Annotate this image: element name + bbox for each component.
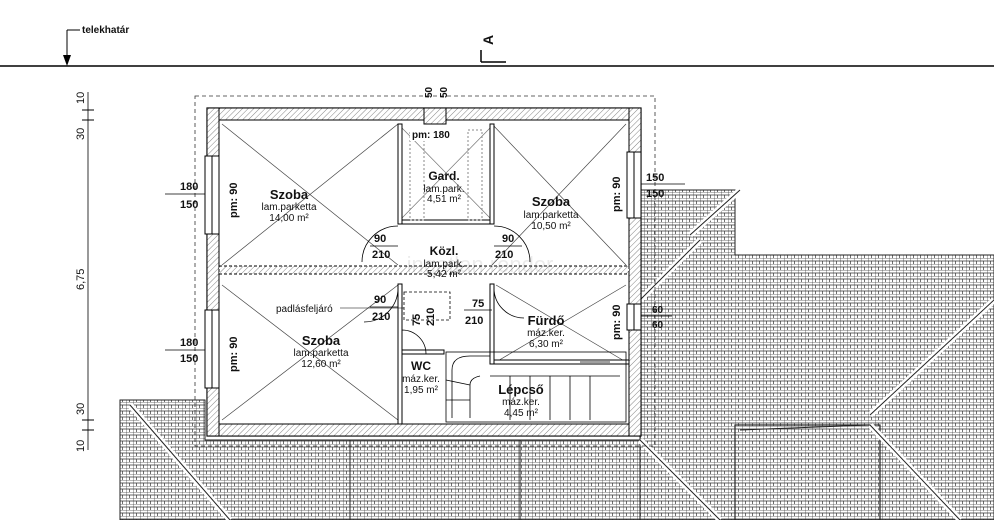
room-szoba-1-area: 14,00 m²	[269, 213, 309, 224]
door-1-width: 90	[374, 233, 386, 245]
door-2-height: 210	[495, 249, 513, 261]
window-2-height: 150	[180, 353, 198, 365]
dim-mid: 6,75	[75, 269, 87, 290]
interior-walls	[218, 123, 630, 425]
room-wc-name: WC	[411, 359, 431, 373]
room-kozl-floor: lam.park.	[423, 259, 464, 270]
room-szoba-1-floor: lam.parketta	[261, 202, 316, 213]
door-swings	[361, 225, 531, 355]
room-wc-area: 1,95 m²	[404, 385, 439, 396]
eaves-outline	[194, 95, 656, 447]
dim-top-b: 30	[75, 128, 87, 140]
section-marker: A	[480, 35, 496, 45]
window-1-height: 150	[180, 199, 198, 211]
door-3-width: 90	[374, 294, 386, 306]
window-3-height: 150	[646, 188, 664, 200]
boundary-label: telekhatár	[82, 25, 129, 36]
chimney-dim-2: 50	[439, 86, 450, 98]
room-lepcso-name: Lépcső	[498, 382, 544, 397]
window-4-height: 60	[652, 320, 664, 331]
room-furdo-area: 6,30 m²	[529, 339, 564, 350]
room-kozl-area: 5,42 m²	[427, 269, 462, 280]
room-szoba-3-floor: lam.parketta	[293, 348, 348, 359]
dim-top-a: 10	[75, 92, 87, 104]
room-labels: Szoba lam.parketta 14,00 m² Gard. lam.pa…	[261, 169, 578, 419]
window-labels: 180 150 pm: 90 180 150 pm: 90 150 150 pm…	[165, 172, 685, 372]
attic-hatch-label: padlásfeljáró	[276, 304, 333, 315]
room-gard-name: Gard.	[428, 169, 459, 183]
room-szoba-2-name: Szoba	[532, 194, 571, 209]
room-wc-floor: máz.ker.	[402, 374, 440, 385]
dim-bot-b: 10	[75, 440, 87, 452]
windows	[204, 151, 642, 389]
room-lepcso-area: 4,45 m²	[504, 408, 539, 419]
room-szoba-2-area: 10,50 m²	[531, 221, 571, 232]
window-1-width: 180	[180, 181, 198, 193]
door-labels: 90 210 90 210 90 210 75 210 75 210	[370, 233, 522, 327]
door-4-height: 210	[465, 315, 483, 327]
window-1-pm: pm: 90	[228, 183, 240, 218]
window-2-pm: pm: 90	[228, 337, 240, 372]
window-4-width: 60	[652, 305, 664, 316]
chimney-pm: pm: 180	[412, 130, 450, 141]
window-2-width: 180	[180, 337, 198, 349]
window-3-width: 150	[646, 172, 664, 184]
watermark: ingatlan render	[407, 252, 554, 277]
room-lepcso-floor: máz.ker.	[502, 397, 540, 408]
room-szoba-3-name: Szoba	[302, 333, 341, 348]
door-3-height: 210	[372, 311, 390, 323]
room-gard-floor: lam.park.	[423, 184, 464, 195]
boundary-arrow	[63, 55, 71, 66]
door-4-width: 75	[472, 298, 484, 310]
chimney: 50 50 pm: 180	[410, 86, 462, 141]
room-szoba-1-name: Szoba	[270, 187, 309, 202]
chimney-dim-1: 50	[424, 86, 435, 98]
room-furdo-floor: máz.ker.	[527, 328, 565, 339]
room-gard-area: 4,51 m²	[427, 194, 462, 205]
door-1-height: 210	[372, 249, 390, 261]
dim-bot-a: 30	[75, 403, 87, 415]
room-szoba-3-area: 12,60 m²	[301, 359, 341, 370]
door-2-width: 90	[502, 233, 514, 245]
door-5-height: 210	[425, 308, 437, 326]
room-diagonals	[221, 123, 627, 421]
room-szoba-2-floor: lam.parketta	[523, 210, 578, 221]
roof-tiles	[119, 187, 994, 520]
window-4-pm: pm: 90	[611, 305, 623, 340]
staircase	[445, 351, 627, 423]
attic-hatch	[403, 291, 451, 321]
window-3-pm: pm: 90	[611, 177, 623, 212]
left-dimension: 10 30 6,75 30 10	[75, 92, 94, 452]
room-kozl-name: Közl.	[430, 244, 459, 258]
room-furdo-name: Fürdő	[528, 313, 565, 328]
